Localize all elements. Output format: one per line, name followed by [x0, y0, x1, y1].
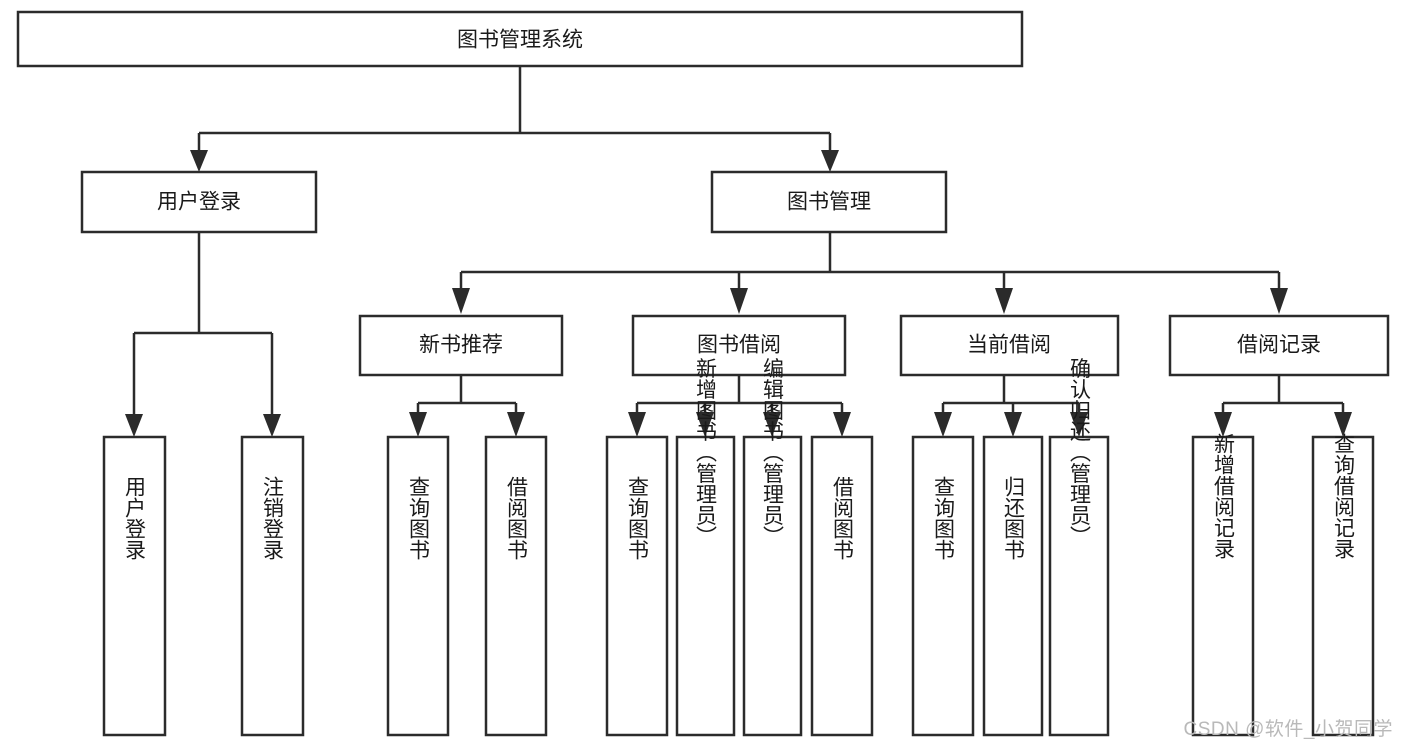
node-current-borrow[interactable]: 当前借阅: [899, 314, 1120, 377]
node-book-borrow-label: 图书借阅: [697, 334, 781, 357]
node-borrow-records[interactable]: 借阅记录: [1168, 314, 1390, 377]
leaf-new-book-borrow-label: 借阅图书: [505, 476, 529, 560]
arrowhead-cb-leaf-2: [1004, 412, 1022, 437]
node-borrow-records-label: 借阅记录: [1237, 334, 1321, 357]
leaf-borrow-records-query-label: 查询借阅记录: [1332, 433, 1356, 559]
node-root-box: [16, 10, 1024, 68]
leaf-book-borrow-add[interactable]: 新增图书（管理员）: [675, 358, 736, 737]
arrowhead-new-book: [452, 288, 470, 314]
arrowhead-bb-leaf-2: [696, 412, 714, 437]
node-user-login-label: 用户登录: [157, 191, 241, 214]
node-borrow-records-box: [1168, 314, 1390, 377]
arrowhead-br-leaf-2: [1334, 412, 1352, 437]
leaf-borrow-records-query[interactable]: 查询借阅记录: [1311, 433, 1375, 737]
leaf-user-login-logout-box: [240, 435, 305, 737]
leaf-new-book-query-label: 查询图书: [407, 476, 431, 560]
leaf-current-borrow-query[interactable]: 查询图书: [911, 435, 975, 737]
leaf-book-borrow-edit-label: 编辑图书（管理员）: [761, 358, 785, 547]
leaf-new-book-query-box: [386, 435, 450, 737]
leaf-borrow-records-add-box: [1191, 435, 1255, 737]
arrowhead-leaf-user-login: [125, 414, 143, 437]
node-root-system[interactable]: 图书管理系统: [16, 10, 1024, 68]
arrowhead-book-manage: [821, 150, 839, 172]
leaf-book-borrow-query-box: [605, 435, 669, 737]
node-current-borrow-label: 当前借阅: [967, 334, 1051, 357]
leaf-borrow-records-add-label: 新增借阅记录: [1212, 433, 1236, 559]
node-book-manage-label: 图书管理: [787, 191, 871, 214]
arrowhead-cb-leaf-1: [934, 412, 952, 437]
node-current-borrow-box: [899, 314, 1120, 377]
leaf-borrow-records-add[interactable]: 新增借阅记录: [1191, 433, 1255, 737]
arrowhead-nb-leaf-2: [507, 412, 525, 437]
csdn-watermark: CSDN @软件_小贺同学: [1183, 719, 1393, 740]
leaf-new-book-query[interactable]: 查询图书: [386, 435, 450, 737]
node-new-book-recommend[interactable]: 新书推荐: [358, 314, 564, 377]
leaf-user-login-logout-label: 注销登录: [261, 476, 285, 560]
leaf-book-borrow-edit-box: [742, 435, 803, 737]
arrowhead-user-login: [190, 150, 208, 172]
arrowhead-bb-leaf-3: [763, 412, 781, 437]
leaf-current-borrow-return-label: 归还图书: [1002, 476, 1026, 560]
arrowhead-bb-leaf-1: [628, 412, 646, 437]
arrowhead-borrow-records: [1270, 288, 1288, 314]
leaf-user-login-login-label: 用户登录: [123, 476, 147, 560]
leaf-book-borrow-query-label: 查询图书: [626, 476, 650, 560]
connector-layer: [125, 66, 1352, 437]
leaf-book-borrow-borrow-box: [810, 435, 874, 737]
leaf-user-login-logout[interactable]: 注销登录: [240, 435, 305, 737]
leaf-book-borrow-edit[interactable]: 编辑图书（管理员）: [742, 358, 803, 737]
arrowhead-bb-leaf-4: [833, 412, 851, 437]
node-new-book-recommend-label: 新书推荐: [419, 334, 503, 357]
leaf-user-login-login[interactable]: 用户登录: [102, 435, 167, 737]
leaf-book-borrow-add-label: 新增图书（管理员）: [694, 358, 718, 547]
leaf-current-borrow-query-box: [911, 435, 975, 737]
node-book-borrow[interactable]: 图书借阅: [631, 314, 847, 377]
arrowhead-cb-leaf-3: [1070, 412, 1088, 437]
node-user-login-box: [80, 170, 318, 234]
leaf-book-borrow-borrow[interactable]: 借阅图书: [810, 435, 874, 737]
leaf-book-borrow-query[interactable]: 查询图书: [605, 435, 669, 737]
arrowhead-current-borrow: [995, 288, 1013, 314]
leaf-book-borrow-borrow-label: 借阅图书: [831, 476, 855, 560]
arrowhead-book-borrow: [730, 288, 748, 314]
leaf-current-borrow-query-label: 查询图书: [932, 476, 956, 560]
node-book-borrow-box: [631, 314, 847, 377]
arrowhead-leaf-logout: [263, 414, 281, 437]
leaf-new-book-borrow[interactable]: 借阅图书: [484, 435, 548, 737]
node-book-manage[interactable]: 图书管理: [710, 170, 948, 234]
leaf-user-login-login-box: [102, 435, 167, 737]
leaf-borrow-records-query-box: [1311, 435, 1375, 737]
leaf-current-borrow-return[interactable]: 归还图书: [982, 435, 1044, 737]
node-root-label: 图书管理系统: [457, 29, 583, 52]
leaf-book-borrow-add-box: [675, 435, 736, 737]
node-user-login[interactable]: 用户登录: [80, 170, 318, 234]
node-book-manage-box: [710, 170, 948, 234]
leaf-current-borrow-confirm-label: 确认归还（管理员）: [1068, 358, 1092, 547]
leaf-new-book-borrow-box: [484, 435, 548, 737]
leaf-current-borrow-return-box: [982, 435, 1044, 737]
leaf-current-borrow-confirm-box: [1048, 435, 1110, 737]
arrowhead-br-leaf-1: [1214, 412, 1232, 437]
node-new-book-recommend-box: [358, 314, 564, 377]
leaf-current-borrow-confirm[interactable]: 确认归还（管理员）: [1048, 358, 1110, 737]
arrowhead-nb-leaf-1: [409, 412, 427, 437]
